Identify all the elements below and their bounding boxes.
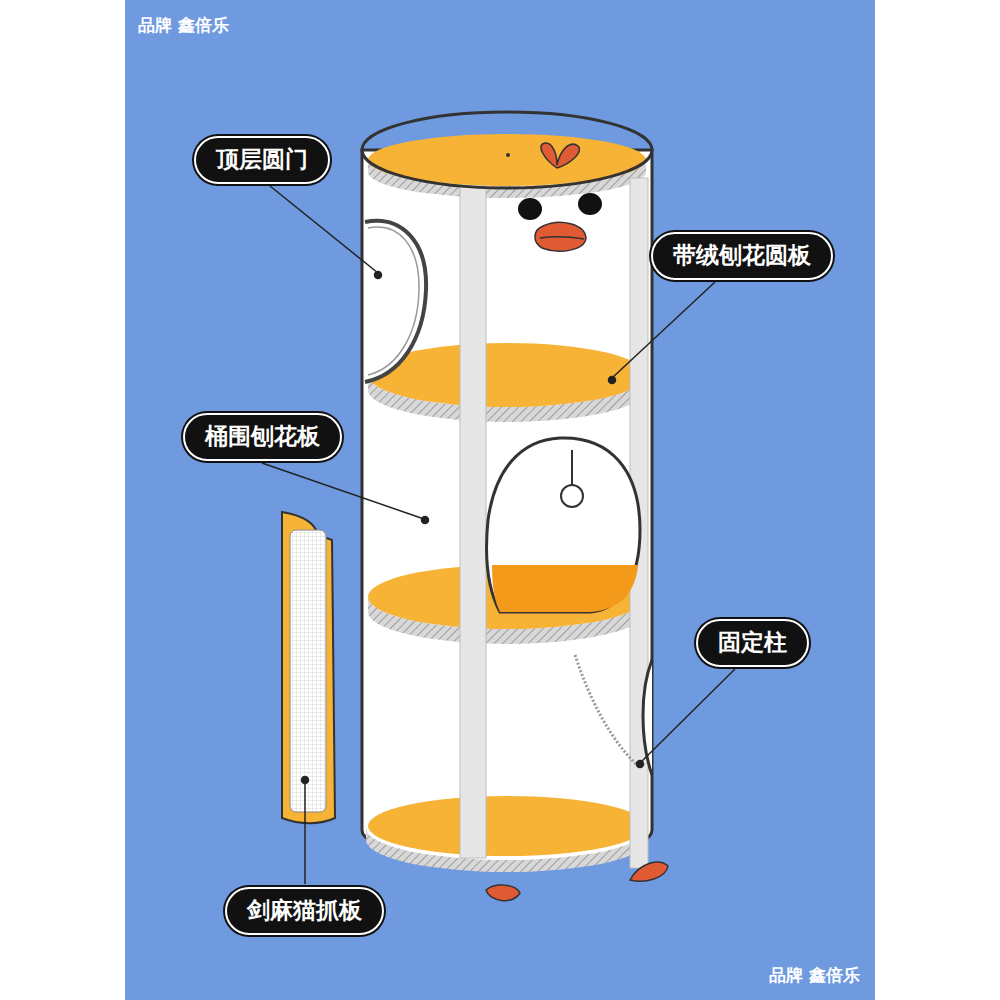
cylinder-body (362, 150, 652, 862)
watermark: 品牌 鑫倍乐 (138, 14, 229, 37)
callout-text: 顶层圆门 (216, 146, 308, 172)
duck-face (506, 143, 602, 251)
callout-label: 带绒刨花圆板 (651, 232, 833, 280)
leader-lines (262, 186, 735, 884)
sisal-scratch-board (282, 512, 335, 823)
callout-text: 带绒刨花圆板 (673, 242, 811, 268)
callout-text: 桶围刨花板 (205, 423, 320, 449)
side-opening (575, 655, 640, 768)
shelves (366, 134, 648, 872)
post (460, 186, 486, 858)
top-rim (362, 112, 652, 188)
callout-label: 顶层圆门 (194, 136, 330, 184)
callout-label: 桶围刨花板 (183, 413, 342, 461)
duck-foot (630, 862, 668, 881)
top-door (365, 221, 426, 382)
callout-text: 剑麻猫抓板 (247, 897, 362, 923)
watermark: 品牌 鑫倍乐 (769, 964, 860, 987)
hanging-ball (561, 485, 583, 507)
callout-label: 固定柱 (696, 619, 809, 667)
callout-label: 剑麻猫抓板 (225, 887, 384, 935)
callout-text: 固定柱 (718, 629, 787, 655)
background-panel (125, 0, 875, 1000)
duck-foot (486, 885, 520, 901)
round-opening (487, 438, 641, 612)
